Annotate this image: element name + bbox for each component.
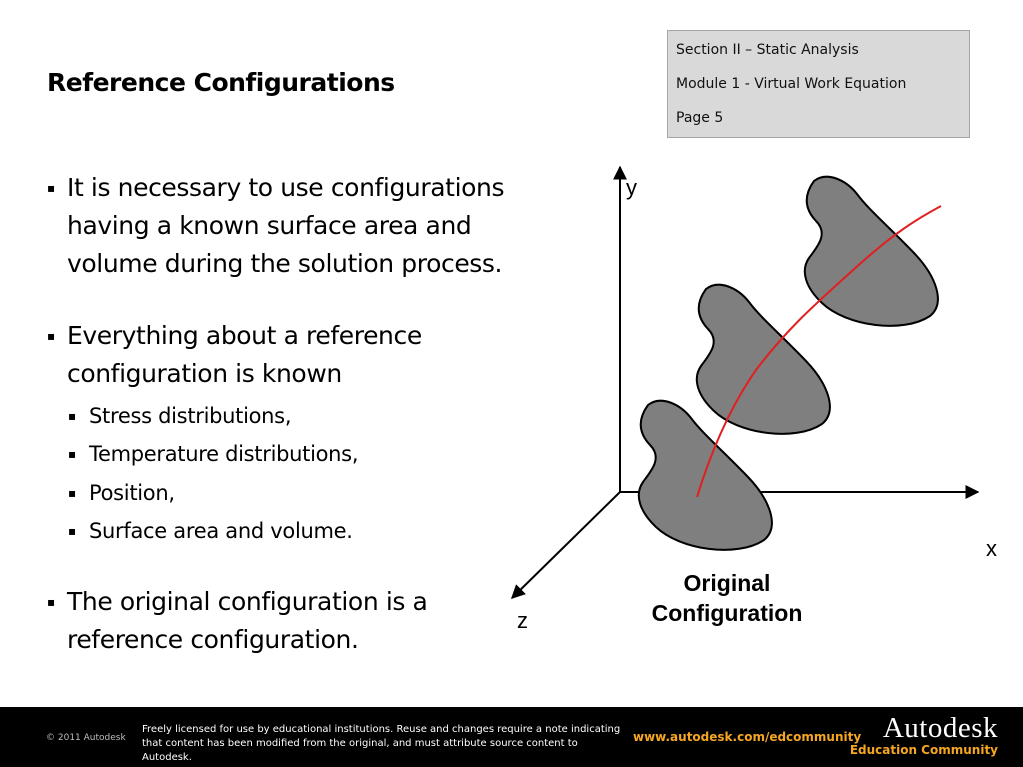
y-axis-label: y [626,175,637,200]
module-label: Module 1 - Virtual Work Equation [676,76,907,92]
license-line: Freely licensed for use by educational i… [142,724,621,735]
z-axis-label: z [517,608,528,633]
bullet-marker: ▪ [68,486,76,500]
autodesk-logo: Autodesk Education Community [850,713,998,757]
bullet-marker: ▪ [68,447,76,461]
license-line: that content has been modified from the … [142,738,578,763]
license-text: Freely licensed for use by educational i… [142,723,622,765]
bullet-line: volume during the solution process. [67,249,503,278]
footer-bar: © 2011 Autodesk Freely licensed for use … [0,707,1023,767]
bullet-marker: ▪ [68,409,76,423]
bullet-marker: ▪ [47,595,55,609]
copyright-text: © 2011 Autodesk [46,733,126,743]
section-info-box: Section II – Static Analysis Module 1 - … [667,30,970,138]
blob-shape-back [803,175,939,327]
bullet-marker: ▪ [47,181,55,195]
sub-bullet-item: ▪ Stress distributions, [68,397,488,435]
sub-bullet-item: ▪ Temperature distributions, [68,435,488,473]
bullet-marker: ▪ [47,329,55,343]
bullet-line: having a known surface area and [67,211,472,240]
bullet-line: The original configuration is a [67,587,428,616]
page-label: Page 5 [676,110,724,126]
bullet-item: ▪ Everything about a reference configura… [47,317,557,393]
sub-bullet-text: Temperature distributions, [89,442,359,466]
caption-line: Original [683,570,771,596]
brand-subtitle: Education Community [849,743,998,757]
blob-shape-front [637,399,773,551]
bullet-line: It is necessary to use configurations [67,173,505,202]
z-axis [511,491,621,599]
x-axis-label: x [986,536,997,561]
bullet-line: Everything about a reference [67,321,422,350]
bullet-line: reference configuration. [67,625,359,654]
bullet-item: ▪ It is necessary to use configurations … [47,169,557,283]
community-link[interactable]: www.autodesk.com/edcommunity [633,730,862,744]
sub-bullet-item: ▪ Position, [68,474,488,512]
bullet-line: configuration is known [67,359,342,388]
caption-line: Configuration [651,600,803,626]
sub-bullet-text: Position, [89,481,175,505]
sub-bullet-text: Stress distributions, [89,404,292,428]
bullet-marker: ▪ [68,524,76,538]
trajectory-curve [696,205,942,498]
slide-title: Reference Configurations [47,68,395,97]
sub-bullet-item: ▪ Surface area and volume. [68,512,488,550]
configuration-figure [511,165,980,599]
brand-name: Autodesk [882,712,998,744]
figure-caption: Original Configuration [612,568,842,628]
section-label: Section II – Static Analysis [676,42,859,58]
bullet-item: ▪ The original configuration is a refere… [47,583,557,659]
sub-bullet-text: Surface area and volume. [89,519,353,543]
